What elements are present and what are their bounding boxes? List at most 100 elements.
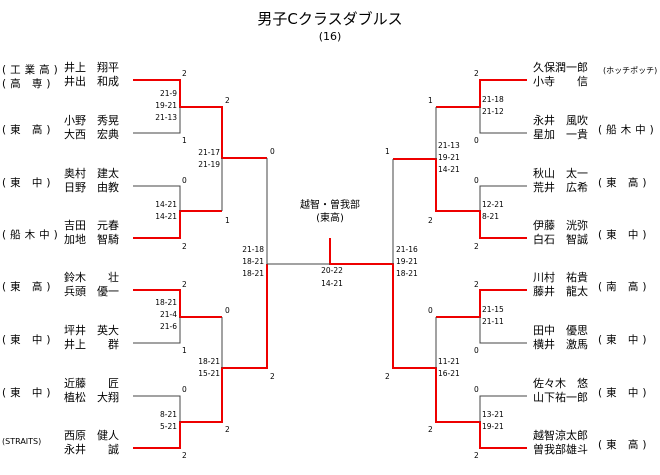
player-name: 井出 和成 xyxy=(64,75,119,88)
match-score: 14-21 xyxy=(155,212,177,221)
player-name: 山下祐一郎 xyxy=(533,391,588,404)
match-score: 21-13 xyxy=(155,113,177,122)
team-school: (東 中) xyxy=(2,177,55,189)
player-name: 小寺 信 xyxy=(533,75,588,88)
player-name: 曽我部雄斗 xyxy=(533,443,588,456)
team-school: (東 高) xyxy=(2,281,55,293)
match-score: 2 xyxy=(182,451,187,460)
team-school: (ホッチポッチ) xyxy=(603,66,658,75)
match-score: 2 xyxy=(474,280,479,289)
match-score: 18-21 xyxy=(396,269,418,278)
match-score: 19-21 xyxy=(155,101,177,110)
player-name: 星加 一貴 xyxy=(533,128,588,141)
player-name: 坪井 英大 xyxy=(64,324,119,337)
player-name: 横井 激馬 xyxy=(533,338,588,351)
player-name: 井上 群 xyxy=(64,338,119,351)
player-name: 大西 宏典 xyxy=(64,128,119,141)
match-score: 21-17 xyxy=(198,148,220,157)
player-name: 日野 由教 xyxy=(64,181,119,194)
match-score: 21-19 xyxy=(198,160,220,169)
match-score: 2 xyxy=(474,242,479,251)
player-name: 植松 大翔 xyxy=(64,391,119,404)
player-name: 近藤 匠 xyxy=(64,377,119,390)
match-score: 21-16 xyxy=(396,245,418,254)
match-score: 1 xyxy=(182,346,187,355)
team-school: (東 高) xyxy=(2,124,55,136)
match-score: 18-21 xyxy=(198,357,220,366)
match-score: 2 xyxy=(385,372,390,381)
match-score: 0 xyxy=(225,306,230,315)
team-school: (STRAITS) xyxy=(2,437,42,446)
player-name: 伊藤 洸弥 xyxy=(533,219,588,232)
match-score: 21-6 xyxy=(159,322,177,331)
match-score: 16-21 xyxy=(438,369,460,378)
match-score: 21-15 xyxy=(482,305,504,314)
team-school: (東 高) xyxy=(598,439,651,451)
player-name: 秋山 太一 xyxy=(533,167,588,180)
player-name: 荒井 広希 xyxy=(533,181,588,194)
team-school: (東 中) xyxy=(2,387,55,399)
champion-names: 越智・曽我部 xyxy=(300,200,360,211)
match-score: 19-21 xyxy=(482,422,504,431)
player-name: 小野 秀晃 xyxy=(64,114,119,127)
match-score: 14-21 xyxy=(438,165,460,174)
team-school: (東 中) xyxy=(598,387,651,399)
page-title: 男子Cクラスダブルス xyxy=(257,10,403,28)
player-name: 川村 祐貴 xyxy=(533,271,588,284)
team-school: (船木中) xyxy=(598,124,658,136)
player-name: 奥村 建太 xyxy=(64,167,119,180)
player-name: 藤井 龍太 xyxy=(533,285,588,298)
match-score: 14-21 xyxy=(321,279,343,288)
match-score: 21-18 xyxy=(242,245,264,254)
player-name: 佐々木 悠 xyxy=(533,377,588,390)
team-school: (高 専) xyxy=(2,78,55,90)
player-name: 越智涼太郎 xyxy=(533,429,588,442)
match-score: 21-18 xyxy=(482,95,504,104)
player-name: 田中 優思 xyxy=(533,324,588,337)
match-score: 15-21 xyxy=(198,369,220,378)
team-school: (船木中) xyxy=(2,229,62,241)
match-score: 2 xyxy=(428,216,433,225)
match-score: 5-21 xyxy=(159,422,177,431)
match-score: 1 xyxy=(225,216,230,225)
match-score: 2 xyxy=(474,69,479,78)
team-school: (工業高) xyxy=(2,64,62,76)
match-score: 2 xyxy=(182,242,187,251)
match-score: 0 xyxy=(270,147,275,156)
player-name: 白石 智誠 xyxy=(533,233,588,246)
match-score: 21-12 xyxy=(482,107,504,116)
match-score: 18-21 xyxy=(242,257,264,266)
match-score: 11-21 xyxy=(438,357,460,366)
player-name: 久保潤一郎 xyxy=(533,61,588,74)
player-name: 吉田 元春 xyxy=(64,219,119,232)
match-score: 2 xyxy=(270,372,275,381)
match-score: 2 xyxy=(428,425,433,434)
match-score: 21-11 xyxy=(482,317,504,326)
match-score: 2 xyxy=(182,69,187,78)
match-score: 12-21 xyxy=(482,200,504,209)
match-score: 19-21 xyxy=(396,257,418,266)
player-name: 永井 誠 xyxy=(64,443,119,456)
team-school: (南 高) xyxy=(598,281,651,293)
team-school: (東 高) xyxy=(598,177,651,189)
champion-school: (東高) xyxy=(316,213,344,224)
match-score: 0 xyxy=(182,385,187,394)
player-name: 鈴木 壮 xyxy=(64,271,119,284)
match-score: 18-21 xyxy=(242,269,264,278)
match-score: 0 xyxy=(474,136,479,145)
team-school: (東 中) xyxy=(2,334,55,346)
match-score: 14-21 xyxy=(155,200,177,209)
match-score: 1 xyxy=(428,96,433,105)
player-name: 西原 健人 xyxy=(64,429,119,442)
match-score: 2 xyxy=(474,451,479,460)
match-score: 2 xyxy=(182,280,187,289)
match-score: 19-21 xyxy=(438,153,460,162)
player-name: 加地 智騎 xyxy=(64,233,119,246)
player-name: 永井 風吹 xyxy=(533,114,588,127)
match-score: 0 xyxy=(428,306,433,315)
match-score: 20-22 xyxy=(321,266,343,275)
match-score: 2 xyxy=(225,425,230,434)
match-score: 2 xyxy=(225,96,230,105)
